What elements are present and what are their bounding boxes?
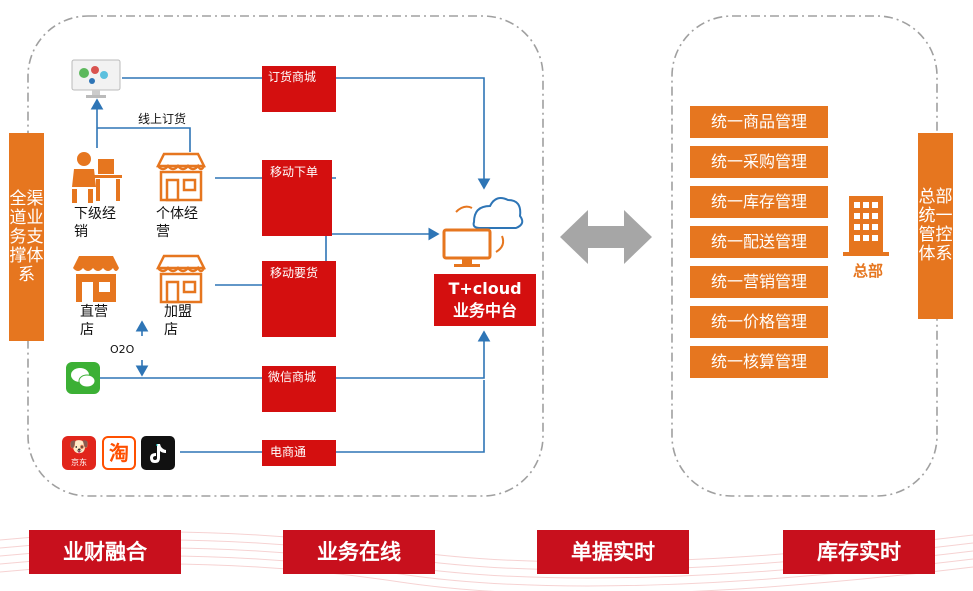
business-online-button[interactable]: 业务在线 — [283, 530, 435, 574]
mgmt-item: 统一库存管理 — [690, 186, 828, 218]
mgmt-item: 统一核算管理 — [690, 346, 828, 378]
channel-mobile-order[interactable]: 移动下单 — [262, 160, 332, 236]
o2o-label: O2O — [110, 343, 135, 356]
channel-mobile-request[interactable]: 移动要货 — [262, 261, 336, 337]
store-label-franchise: 加盟店 — [164, 304, 192, 338]
tiktok-icon — [141, 436, 175, 470]
mgmt-item: 统一配送管理 — [690, 226, 828, 258]
finance-integration-button[interactable]: 业财融合 — [29, 530, 181, 574]
web-monitor-icon — [71, 59, 121, 98]
left-system-label: 全渠道业务支撑体系 — [9, 133, 44, 341]
jd-icon: 🐶 京东 — [62, 436, 96, 470]
franchise-store-icon — [156, 254, 206, 304]
right-system-label: 总部统一管控体系 — [918, 133, 953, 319]
hq-label: 总部 — [852, 262, 883, 280]
channel-ecommerce[interactable]: 电商通 — [262, 440, 336, 466]
online-order-label: 线上订货 — [138, 112, 187, 126]
cloud-computer-icon — [442, 197, 524, 267]
store-label-lower-dist: 下级经销 — [74, 206, 116, 240]
direct-store-icon — [73, 256, 119, 302]
channel-wechat-mall[interactable]: 微信商城 — [262, 366, 336, 412]
store-label-direct: 直营店 — [80, 304, 108, 338]
taobao-char: 淘 — [109, 441, 129, 465]
distributor-person-icon — [72, 152, 122, 203]
individual-store-icon — [156, 152, 206, 202]
double-arrow-icon — [560, 210, 652, 264]
wechat-icon — [66, 362, 100, 394]
mgmt-item: 统一价格管理 — [690, 306, 828, 338]
document-realtime-button[interactable]: 单据实时 — [537, 530, 689, 574]
channel-order-mall[interactable]: 订货商城 — [262, 66, 336, 112]
mgmt-item: 统一采购管理 — [690, 146, 828, 178]
headquarters-building-icon — [843, 196, 889, 256]
mgmt-item: 统一商品管理 — [690, 106, 828, 138]
jd-label: 京东 — [71, 458, 87, 467]
store-label-individual: 个体经营 — [156, 206, 198, 240]
mgmt-item: 统一营销管理 — [690, 266, 828, 298]
taobao-icon: 淘 — [102, 436, 136, 470]
inventory-realtime-button[interactable]: 库存实时 — [783, 530, 935, 574]
platform-box[interactable]: T+cloud业务中台 — [434, 274, 536, 326]
